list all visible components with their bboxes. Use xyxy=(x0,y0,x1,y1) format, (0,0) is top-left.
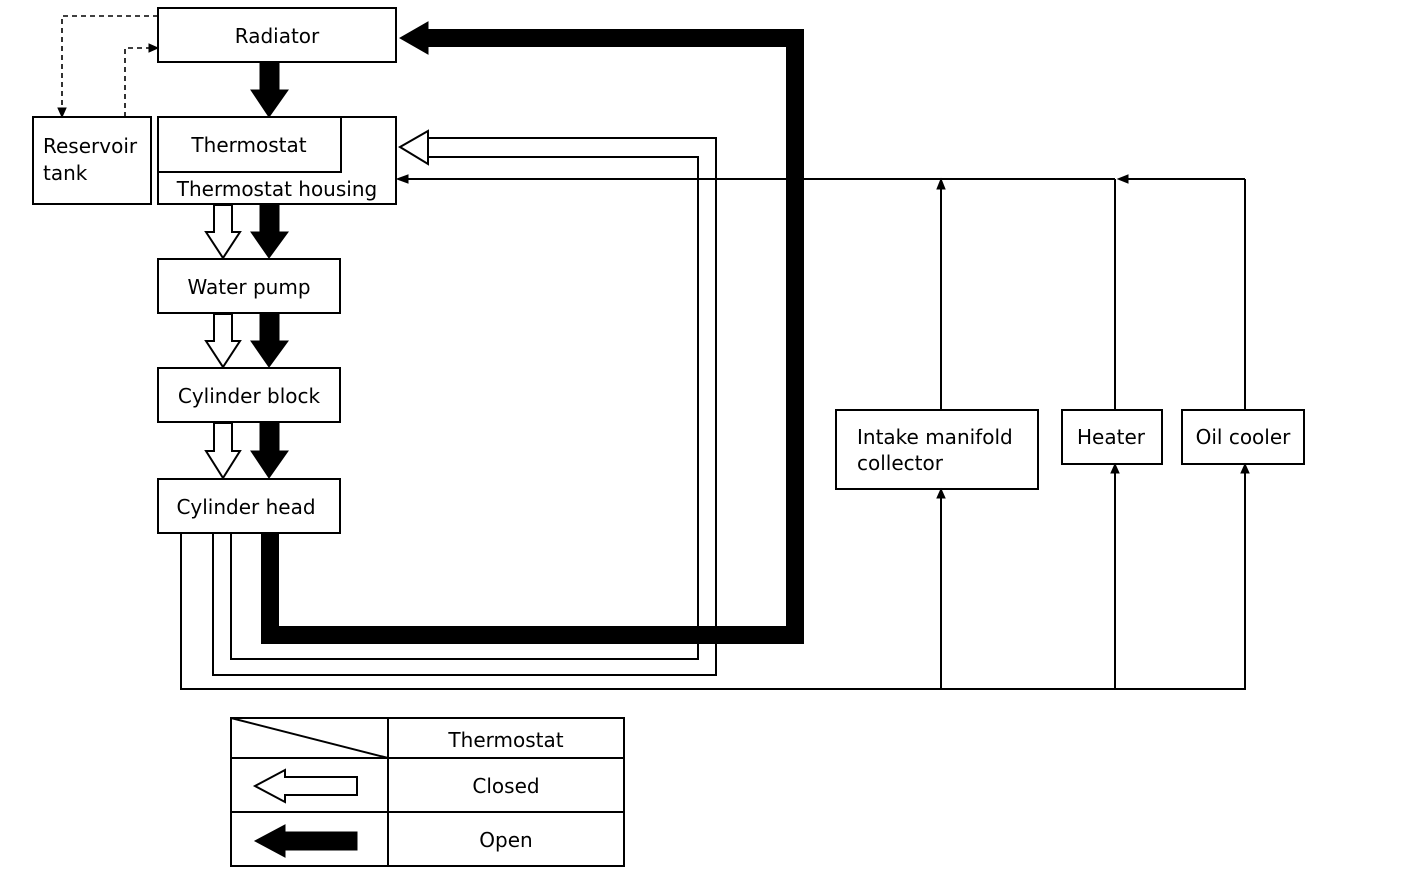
legend-open-label: Open xyxy=(479,828,532,852)
housing-to-pump-arrows xyxy=(204,204,289,260)
cylinder-block-box: Cylinder block xyxy=(157,367,341,423)
legend-open-arrow-icon xyxy=(253,824,358,858)
auxiliary-circuit-lines xyxy=(180,174,1250,690)
intake-manifold-label-line1: Intake manifold xyxy=(857,425,1013,449)
thermostat-housing-box: Thermostat Thermostat housing xyxy=(157,116,397,205)
thermostat-housing-label: Thermostat housing xyxy=(176,177,377,201)
water-pump-box: Water pump xyxy=(157,258,341,314)
reservoir-tank-label-line1: Reservoir xyxy=(43,134,138,158)
cylinder-head-label: Cylinder head xyxy=(176,495,315,519)
head-to-housing-closed-path xyxy=(212,129,717,676)
thermostat-label: Thermostat xyxy=(190,133,306,157)
block-to-head-arrows xyxy=(204,422,289,480)
oil-cooler-label: Oil cooler xyxy=(1196,425,1292,449)
legend-diagonal xyxy=(230,717,389,759)
radiator-to-thermostat-open-arrow xyxy=(250,61,289,118)
water-pump-label: Water pump xyxy=(187,275,310,299)
intake-manifold-label-line2: collector xyxy=(857,451,944,475)
cylinder-head-box: Cylinder head xyxy=(157,478,341,534)
legend-closed-arrow-icon xyxy=(252,768,358,804)
cylinder-block-label: Cylinder block xyxy=(178,384,321,408)
heater-label: Heater xyxy=(1077,425,1146,449)
radiator-box: Radiator xyxy=(157,7,397,63)
reservoir-tank-label-line2: tank xyxy=(43,161,88,185)
radiator-label: Radiator xyxy=(235,24,320,48)
oil-cooler-box: Oil cooler xyxy=(1181,409,1305,465)
reservoir-dashed-lines xyxy=(57,15,160,119)
head-to-radiator-open-path xyxy=(261,21,804,644)
heater-box: Heater xyxy=(1061,409,1163,465)
legend-header: Thermostat xyxy=(447,728,563,752)
pump-to-block-arrows xyxy=(204,313,289,369)
legend-table: Thermostat Closed Open xyxy=(230,717,625,867)
intake-manifold-collector-box: Intake manifold collector xyxy=(835,409,1039,490)
legend-closed-label: Closed xyxy=(472,774,539,798)
thermostat-box xyxy=(157,116,342,173)
reservoir-tank-box: Reservoir tank xyxy=(32,116,152,205)
